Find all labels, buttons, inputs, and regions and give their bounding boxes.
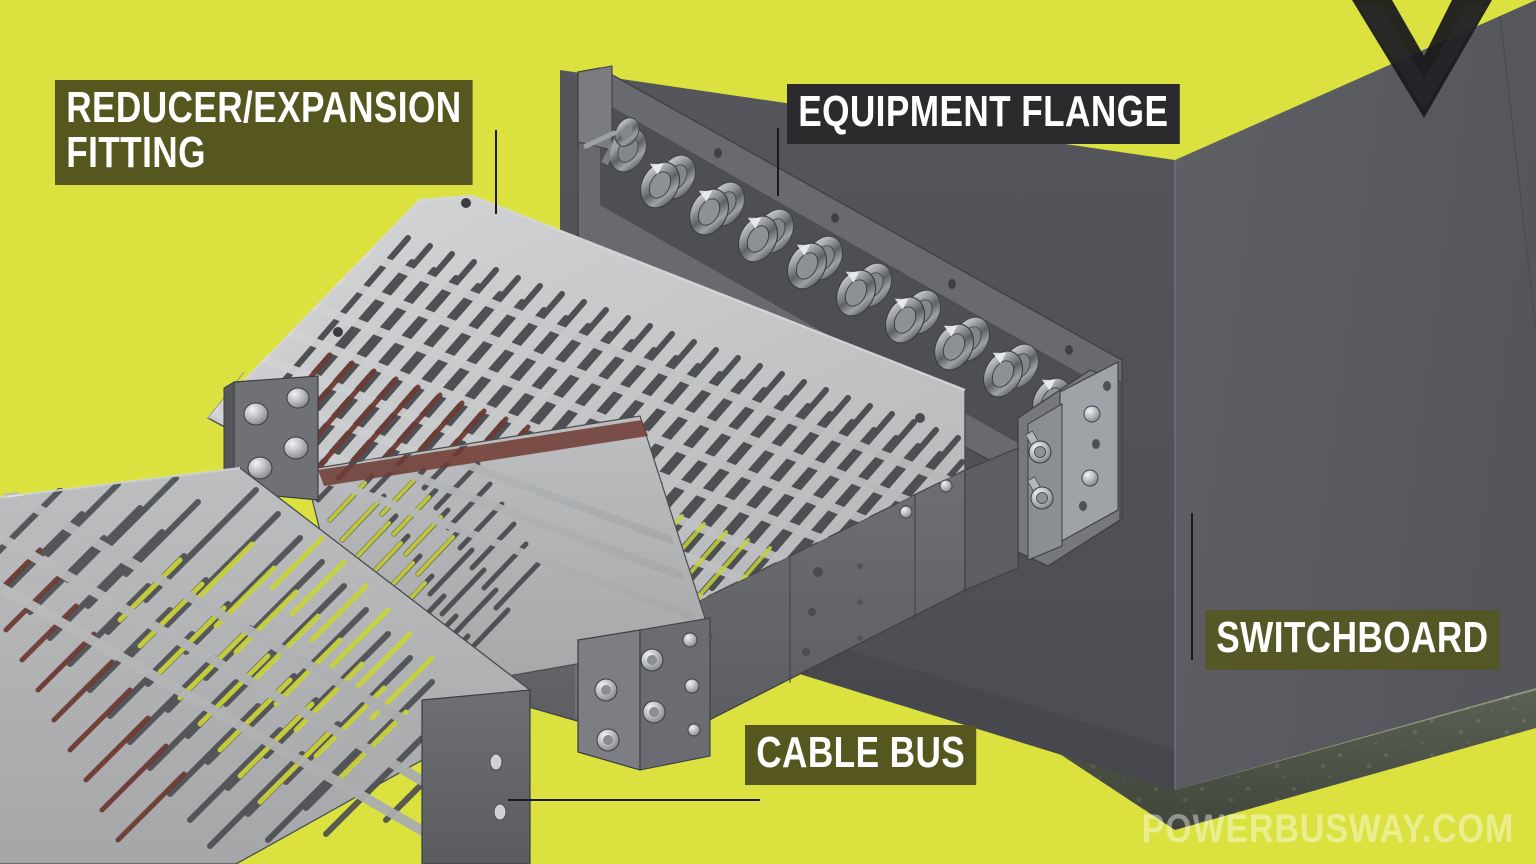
- left-mounting-bracket: [223, 375, 319, 502]
- callout-reducer-line2: FITTING: [66, 127, 206, 177]
- callout-equipment-flange: EQUIPMENT FLANGE: [787, 84, 1180, 144]
- flange-mounting-holes: [714, 148, 1073, 355]
- cable-bus-splice-flange: [577, 617, 711, 771]
- callout-flange-label: EQUIPMENT FLANGE: [798, 87, 1169, 136]
- callout-reducer-line1: REDUCER/EXPANSION: [66, 83, 462, 132]
- cover-fasteners: [333, 198, 953, 656]
- callout-cable-bus-label: CABLE BUS: [756, 728, 966, 777]
- leader-lines: [495, 128, 1193, 801]
- callout-switchboard: SWITCHBOARD: [1205, 610, 1500, 670]
- switchboard-chevron-detail: [1352, 0, 1492, 118]
- cable-bus-foreground-section: [0, 467, 531, 864]
- flange-bolted-connection: [1017, 361, 1121, 567]
- splice-bolts: [594, 632, 701, 752]
- callout-cable-bus: CABLE BUS: [745, 725, 977, 785]
- bracket-bolts: [243, 387, 310, 480]
- cable-strip-mid: [318, 420, 648, 486]
- flange-bolts: [1024, 381, 1111, 511]
- callout-switchboard-label: SWITCHBOARD: [1216, 613, 1489, 662]
